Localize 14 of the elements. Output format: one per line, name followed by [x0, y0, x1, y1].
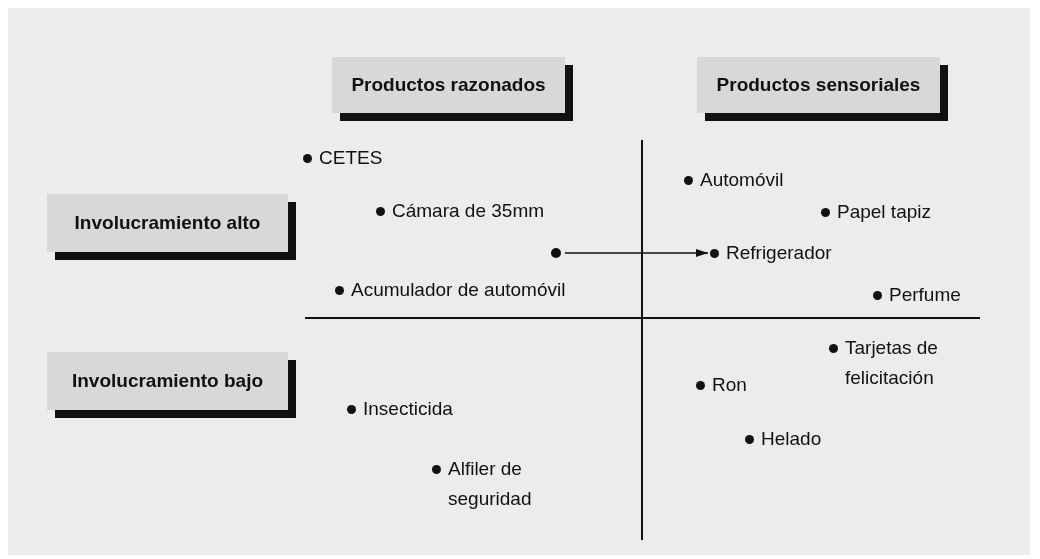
- arrow: [564, 249, 709, 257]
- item-label: CETES: [319, 146, 383, 170]
- item-label: Cámara de 35mm: [392, 199, 545, 223]
- item-label: Acumulador de automóvil: [351, 278, 566, 302]
- item-label: Automóvil: [700, 168, 784, 192]
- item-label: Perfume: [889, 283, 961, 307]
- item-label: Papel tapiz: [837, 200, 931, 224]
- item-label: Helado: [761, 427, 822, 451]
- item-label: Refrigerador: [726, 241, 832, 265]
- dot-marker: [551, 248, 561, 258]
- item-label: Insecticida: [363, 397, 453, 421]
- item-label: Tarjetas de felicitación: [845, 336, 939, 390]
- item-label: Alfiler de seguridad: [448, 457, 533, 511]
- item-label: Ron: [712, 373, 747, 397]
